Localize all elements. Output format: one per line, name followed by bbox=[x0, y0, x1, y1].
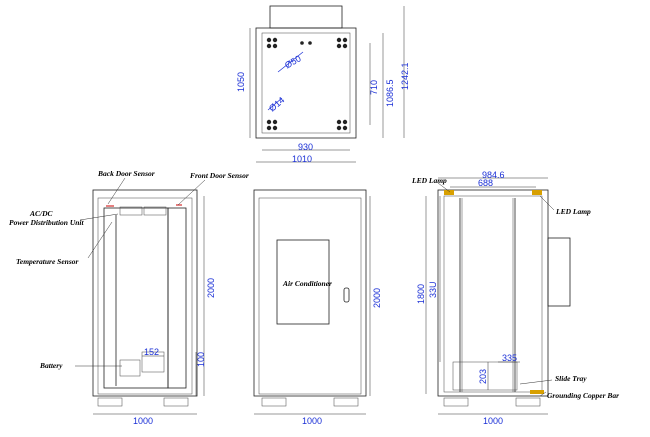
label-front-door-sensor: Front Door Sensor bbox=[190, 171, 249, 180]
fo-inner-frame bbox=[103, 207, 169, 389]
dim-sv-outer-width: 984.6 bbox=[482, 170, 505, 180]
top-inner-outline bbox=[261, 32, 351, 134]
dim-sv-inner-width: 688 bbox=[478, 178, 493, 188]
label-led-lamp-left: LED Lamp bbox=[411, 176, 447, 185]
fo-outline bbox=[92, 189, 198, 397]
top-corner-holes bbox=[266, 37, 348, 131]
fo-battery-box-2 bbox=[119, 359, 141, 377]
dim-top-depth-total: 1242.1 bbox=[400, 62, 410, 90]
dim-top-depth-mid: 1086.5 bbox=[385, 79, 395, 107]
sv-slide-tray bbox=[452, 361, 518, 391]
label-battery: Battery bbox=[39, 361, 63, 370]
fc-door-handle bbox=[343, 287, 350, 303]
dim-top-width-inner: 930 bbox=[298, 142, 313, 152]
dim-top-hole-pitch: 710 bbox=[369, 80, 379, 95]
dim-sv-height: 1800 bbox=[416, 284, 426, 304]
label-slide-tray: Slide Tray bbox=[555, 374, 587, 383]
sv-led-left bbox=[444, 190, 454, 195]
dim-sv-width: 1000 bbox=[483, 416, 503, 426]
sv-ac-unit bbox=[547, 237, 571, 307]
dim-fc-width: 1000 bbox=[302, 416, 322, 426]
fo-battery-box bbox=[141, 351, 165, 373]
fo-frame bbox=[97, 197, 193, 395]
sv-led-right bbox=[532, 190, 542, 195]
fc-ac-panel bbox=[276, 239, 330, 325]
dim-hole-large: Ø50 bbox=[283, 53, 303, 70]
fc-door bbox=[258, 197, 362, 395]
label-power-unit-line2: Power Distribution Unit bbox=[9, 218, 85, 227]
sv-outline bbox=[437, 189, 549, 397]
dim-top-depth-outer: 1050 bbox=[236, 72, 246, 92]
fo-pdu-slot-1 bbox=[119, 206, 143, 216]
fc-base-vents bbox=[261, 397, 359, 407]
dim-hole-small: Ø14 bbox=[267, 95, 286, 114]
dim-top-width-outer: 1010 bbox=[292, 154, 312, 164]
top-ac-unit bbox=[269, 5, 343, 29]
fo-base-vents bbox=[97, 397, 189, 407]
label-air-conditioner: Air Conditioner bbox=[282, 279, 332, 288]
front-open-view: Back Door Sensor Front Door Sensor AC/DC… bbox=[9, 169, 249, 426]
dim-fo-battery-width: 152 bbox=[144, 347, 159, 357]
side-view: LED Lamp LED Lamp Slide Tray Grounding C… bbox=[411, 170, 619, 426]
label-temperature-sensor: Temperature Sensor bbox=[16, 257, 79, 266]
sv-inner bbox=[443, 195, 543, 393]
fo-pdu-slot-2 bbox=[143, 206, 167, 216]
front-closed-view: Air Conditioner 2000 1000 bbox=[253, 189, 382, 426]
dim-sv-tray-depth: 335 bbox=[502, 353, 517, 363]
label-back-door-sensor: Back Door Sensor bbox=[97, 169, 155, 178]
dim-sv-rail-height: 33U bbox=[428, 281, 438, 298]
label-power-unit-line1: AC/DC bbox=[29, 209, 54, 218]
fc-outline bbox=[253, 189, 367, 397]
dim-fc-height: 2000 bbox=[372, 288, 382, 308]
dim-fo-battery-height: 100 bbox=[196, 352, 206, 367]
label-grounding-bar: Grounding Copper Bar bbox=[547, 391, 619, 400]
sv-grounding-bar bbox=[530, 390, 544, 394]
top-outline bbox=[255, 27, 357, 139]
top-view: Ø50 Ø14 930 1010 1050 710 1086.5 1242.1 bbox=[236, 5, 410, 164]
sv-base-vents bbox=[443, 397, 541, 407]
dim-fo-width: 1000 bbox=[133, 416, 153, 426]
dim-fo-height: 2000 bbox=[206, 278, 216, 298]
dim-sv-tray-height: 203 bbox=[478, 369, 488, 384]
fo-door-panel bbox=[167, 207, 187, 389]
label-led-lamp-right: LED Lamp bbox=[555, 207, 591, 216]
